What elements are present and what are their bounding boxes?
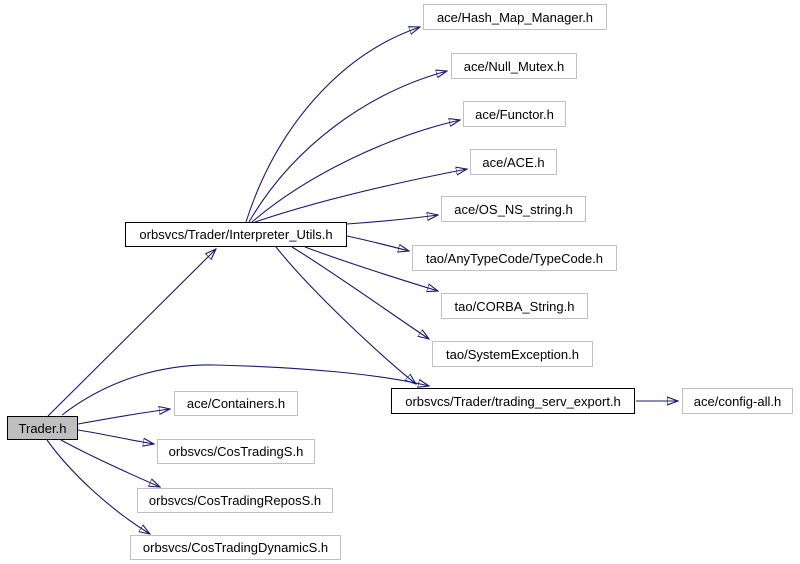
node-cos-trading-s-h[interactable]: orbsvcs/CosTradingS.h <box>157 439 315 464</box>
edge-trader-to-cos-trading-s <box>77 429 154 444</box>
edge-trader-to-cos-trading-repos-s <box>60 439 160 487</box>
node-typecode-h[interactable]: tao/AnyTypeCode/TypeCode.h <box>412 245 617 271</box>
edge-interpreter-to-ace <box>254 169 467 223</box>
edge-interpreter-to-trading-serv-export <box>275 246 416 384</box>
node-hash-map-manager-h[interactable]: ace/Hash_Map_Manager.h <box>423 4 607 30</box>
node-trader-h: Trader.h <box>7 416 78 440</box>
node-os-ns-string-h[interactable]: ace/OS_NS_string.h <box>441 196 586 222</box>
edge-interpreter-to-system-exception <box>291 246 429 339</box>
node-system-exception-h[interactable]: tao/SystemException.h <box>432 341 593 367</box>
edge-trader-to-containers <box>77 409 170 425</box>
edge-interpreter-to-typecode <box>346 235 409 251</box>
node-interpreter-utils-h[interactable]: orbsvcs/Trader/Interpreter_Utils.h <box>125 222 347 247</box>
edge-interpreter-to-functor <box>251 120 460 223</box>
edge-interpreter-to-null-mutex <box>248 71 447 223</box>
node-corba-string-h[interactable]: tao/CORBA_String.h <box>441 293 588 319</box>
node-trading-serv-export-h[interactable]: orbsvcs/Trader/trading_serv_export.h <box>391 388 635 414</box>
node-containers-h[interactable]: ace/Containers.h <box>174 391 298 416</box>
node-null-mutex-h[interactable]: ace/Null_Mutex.h <box>451 53 577 79</box>
node-cos-trading-repos-s-h[interactable]: orbsvcs/CosTradingReposS.h <box>137 488 333 513</box>
edge-interpreter-to-os-ns-string <box>346 215 438 225</box>
node-functor-h[interactable]: ace/Functor.h <box>463 101 566 127</box>
edge-trader-to-cos-trading-dynamic-s <box>46 439 150 534</box>
node-config-all-h[interactable]: ace/config-all.h <box>682 388 793 414</box>
node-cos-trading-dynamic-s-h[interactable]: orbsvcs/CosTradingDynamicS.h <box>130 535 341 560</box>
edge-interpreter-to-hash-map-manager <box>245 27 420 223</box>
node-ace-h[interactable]: ace/ACE.h <box>470 149 557 175</box>
